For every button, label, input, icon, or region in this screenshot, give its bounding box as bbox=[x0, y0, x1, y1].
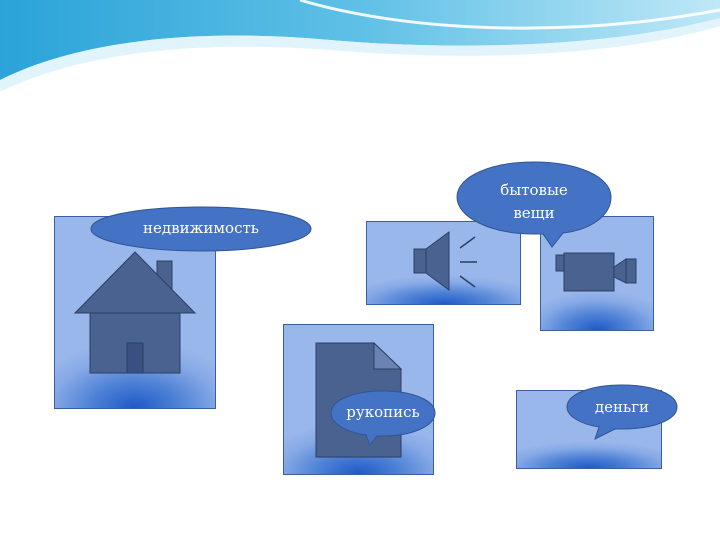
header-wave-decoration bbox=[0, 0, 720, 92]
callout-household-label-line2: вещи bbox=[513, 204, 555, 222]
callout-bubble-shape bbox=[90, 206, 312, 252]
callout-manuscript-label: рукопись bbox=[346, 403, 420, 421]
video-camera-icon bbox=[555, 252, 637, 292]
callout-bubble-shape bbox=[456, 161, 612, 248]
callout-money-label: деньги bbox=[594, 398, 650, 416]
callout-bubble-shape bbox=[566, 384, 678, 440]
callout-real-estate-label: недвижимость bbox=[143, 219, 259, 237]
callout-money: деньги bbox=[565, 384, 679, 440]
callout-bubble-shape bbox=[330, 390, 436, 446]
speaker-icon bbox=[413, 231, 477, 291]
household-camera-tile bbox=[540, 216, 654, 331]
callout-household-items: бытовые вещи bbox=[455, 161, 613, 249]
callout-household-label-line1: бытовые bbox=[500, 181, 568, 199]
household-speaker-tile bbox=[366, 221, 521, 305]
house-icon bbox=[73, 251, 197, 374]
callout-real-estate: недвижимость bbox=[90, 206, 312, 254]
callout-manuscript: рукопись bbox=[330, 390, 436, 446]
